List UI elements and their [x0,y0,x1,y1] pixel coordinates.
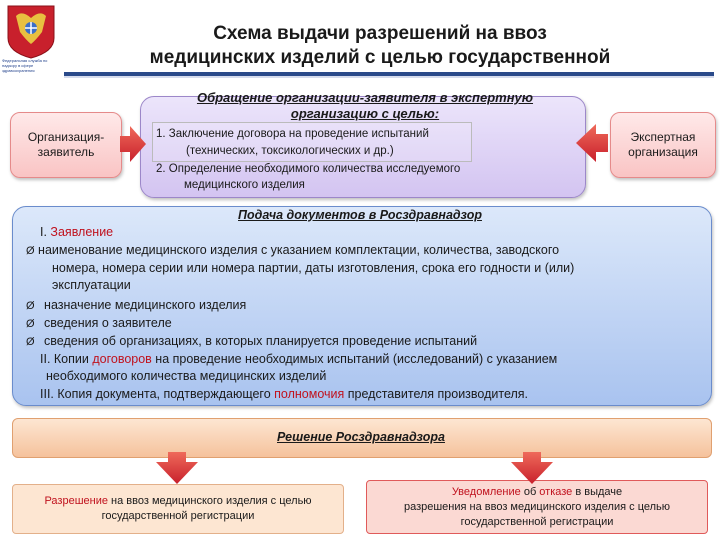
decision-title: Решение Росздравнадзора [277,430,445,444]
appeal-title: Обращение организации-заявителя в экспер… [150,90,580,122]
notice-line3: государственной регистрации [460,515,614,528]
docs-bullet2: Ø назначение медицинского изделия [26,297,246,314]
emblem-logo [7,5,55,59]
docs-section3-pre: III. Копия документа, подтверждающего [40,387,275,401]
notice-line2: разрешения на ввоз медицинского изделия … [403,500,671,513]
applicant-label-line2: заявитель [37,145,95,159]
expert-label-line2: организация [628,145,698,159]
expert-label-line1: Экспертная [630,130,696,144]
appeal-title-line2: организацию с целью: [290,106,440,121]
arrow-down-right-icon [511,452,553,484]
page-title-line2: медицинских изделий с целью государствен… [149,47,611,68]
bullet-arrow-icon: Ø [26,336,35,348]
notice-word2: отказе [539,485,573,498]
arrow-left-icon [576,124,608,162]
permit-line1-rest: на ввоз медицинского изделия с целью [107,495,312,507]
appeal-item2-line2: медицинского изделия [184,179,305,191]
appeal-contract-frame [152,122,472,162]
logo-caption: Федеральная служба по надзору в сфере зд… [2,58,48,73]
notice-line1: Уведомление об отказе в выдаче [404,485,670,500]
page-title: Схема выдачи разрешений на ввоз медицинс… [130,22,630,70]
docs-bullet3: Ø сведения о заявителе [26,315,172,332]
notice-word: Уведомление [451,485,521,498]
docs-bullet1-line2: номера, номера серии или номера партии, … [52,261,575,275]
docs-section2-line1: II. Копии договоров на проведение необхо… [40,351,557,367]
notice-line1-rest: в выдаче [572,485,623,498]
notice-line1-mid: об [520,485,540,498]
header-divider [64,72,714,76]
docs-section3: III. Копия документа, подтверждающего по… [40,386,528,402]
docs-section2-pre: II. Копии [40,352,93,366]
docs-section3-word: полномочия [274,387,345,401]
docs-section2-post: на проведение необходимых испытаний (исс… [151,352,558,366]
docs-bullet4-text: сведения об организациях, в которых план… [44,334,478,348]
appeal-box [140,96,586,198]
docs-section2-word: договоров [92,352,152,366]
bullet-arrow-icon: Ø [26,245,35,257]
arrow-down-left-icon [156,452,198,484]
docs-bullet1-line3: эксплуатации [52,278,131,292]
docs-bullet3-text: сведения о заявителе [44,316,172,330]
applicant-box: Организация- заявитель [10,112,122,178]
bullet-arrow-icon: Ø [26,300,35,312]
permit-box: Разрешение на ввоз медицинского изделия … [12,484,344,534]
arrow-right-icon [120,126,146,162]
docs-section1-word: Заявление [50,225,114,239]
docs-section2-line2: необходимого количества медицинских изде… [46,369,327,383]
docs-section1-number: I. [40,225,51,239]
permit-line1: Разрешение на ввоз медицинского изделия … [44,494,311,509]
docs-bullet4: Ø сведения об организациях, в которых пл… [26,333,477,350]
header-divider-shadow [64,76,714,78]
refusal-notice-box: Уведомление об отказе в выдаче разрешени… [366,480,708,534]
appeal-title-line1: Обращение организации-заявителя в экспер… [196,90,534,105]
docs-bullet1-text1: наименование медицинского изделия с указ… [38,243,560,257]
docs-bullet1-line1: Ø наименование медицинского изделия с ук… [26,242,559,259]
permit-line2: государственной регистрации [101,510,255,522]
docs-bullet2-text: назначение медицинского изделия [44,298,247,312]
expert-box: Экспертная организация [610,112,716,178]
appeal-item1-line1: 1. Заключение договора на проведение исп… [156,128,429,140]
bullet-arrow-icon: Ø [26,318,35,330]
docs-section1: I. Заявление [40,224,113,240]
docs-section3-post: представителя производителя. [344,387,529,401]
appeal-item1-line2: (технических, токсикологических и др.) [186,145,394,157]
decision-box [12,418,712,458]
appeal-item2-line1: 2. Определение необходимого количества и… [156,163,461,175]
documents-box [12,206,712,406]
applicant-label-line1: Организация- [27,130,105,144]
page-title-line1: Схема выдачи разрешений на ввоз [213,23,547,44]
permit-word: Разрешение [44,495,108,507]
documents-title: Подача документов в Росздравнадзор [238,208,482,222]
